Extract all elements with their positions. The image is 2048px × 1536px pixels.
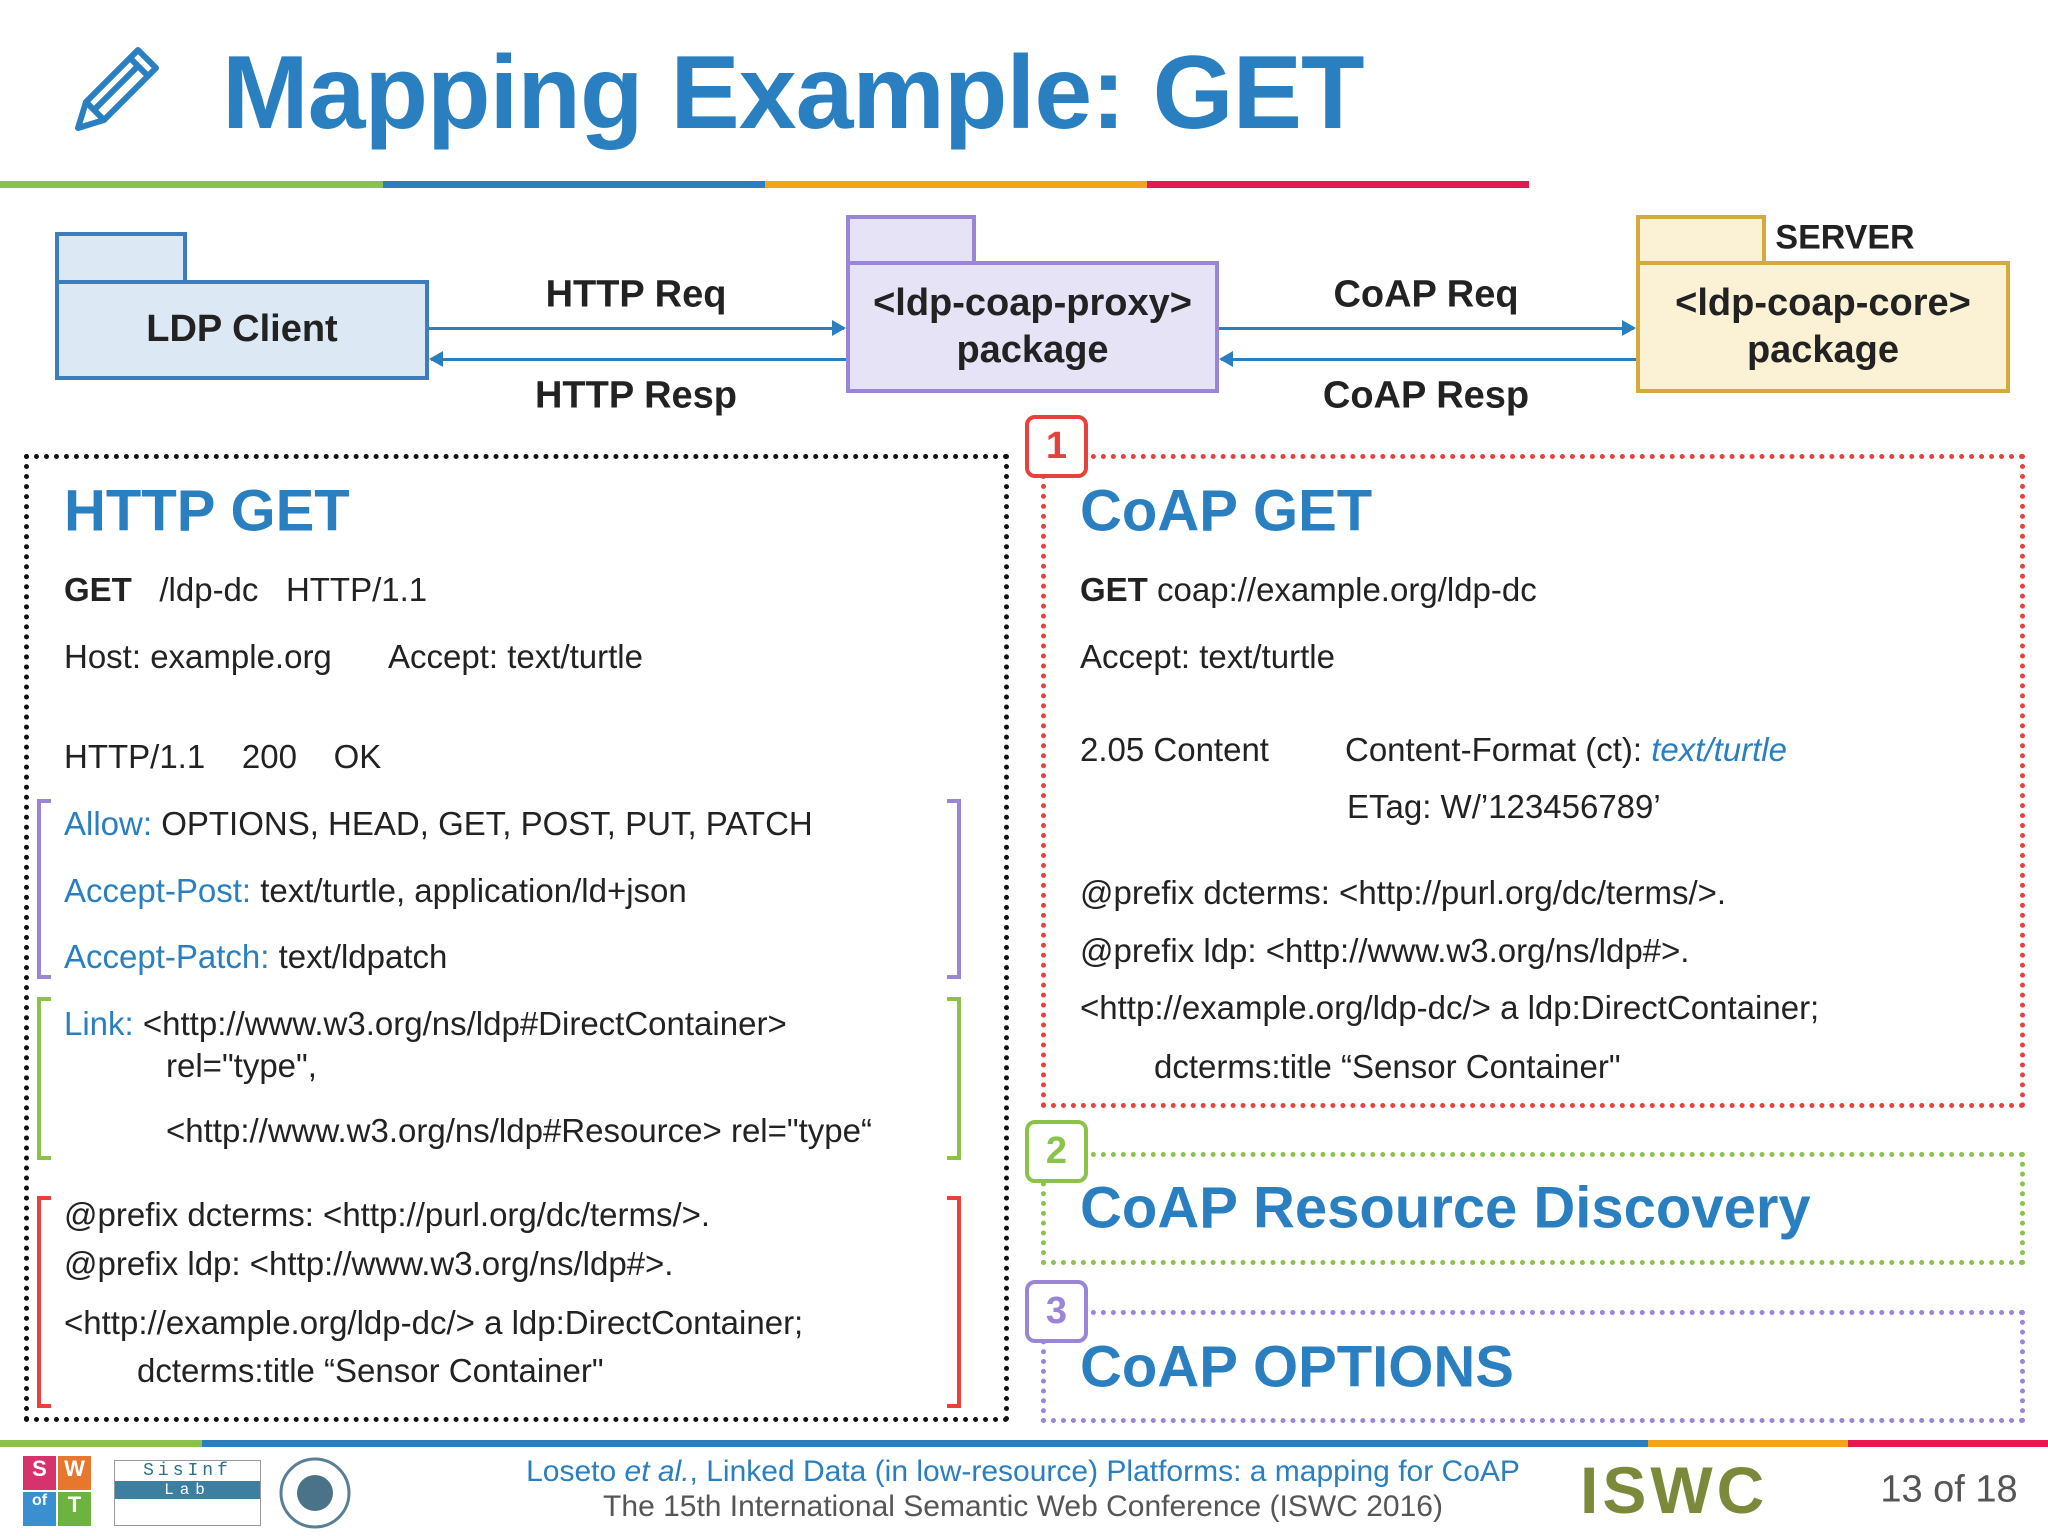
http-req-arrow — [429, 320, 846, 336]
green-bracket-right — [947, 997, 961, 1160]
accept-header: Accept: text/turtle — [388, 638, 643, 675]
allow-header: Allow: OPTIONS, HEAD, GET, POST, PUT, PA… — [64, 805, 813, 843]
version: HTTP/1.1 — [285, 571, 428, 608]
accept-patch-header: Accept-Patch: text/ldpatch — [64, 938, 447, 976]
link-header: Link: <http://www.w3.org/ns/ldp#DirectCo… — [64, 1005, 787, 1043]
link-key: Link: — [64, 1005, 134, 1042]
accept-post-key: Accept-Post: — [64, 872, 252, 909]
accept-patch-key: Accept-Patch: — [64, 938, 270, 975]
link-value-3: <http://www.w3.org/ns/ldp#Resource> rel=… — [166, 1112, 872, 1149]
http-get-panel — [24, 454, 1009, 1422]
coap-get-heading: CoAP GET — [1080, 478, 1373, 544]
status-code: 200 — [241, 738, 297, 775]
purple-bracket-left — [37, 799, 51, 979]
red-bracket-left — [37, 1196, 51, 1408]
uri: coap://example.org/ldp-dc — [1147, 571, 1537, 608]
accept-post-value: text/turtle, application/ld+json — [251, 872, 687, 909]
coap-body-line: @prefix ldp: <http://www.w3.org/ns/ldp#>… — [1080, 932, 1690, 969]
core-package: <ldp-coap-core> package — [1636, 261, 2010, 393]
path: /ldp-dc — [159, 571, 259, 608]
link-value-1: <http://www.w3.org/ns/ldp#DirectContaine… — [133, 1005, 787, 1042]
client-package-tab — [55, 232, 187, 284]
method: GET — [1080, 571, 1148, 608]
etag: ETag: W/’123456789’ — [1347, 788, 1661, 825]
coap-body-line: @prefix dcterms: <http://purl.org/dc/ter… — [1080, 874, 1727, 911]
resource-discovery-heading: CoAP Resource Discovery — [1080, 1175, 1811, 1241]
http-resp-label: HTTP Resp — [534, 374, 738, 417]
allow-key: Allow: — [64, 805, 153, 842]
purple-bracket-right — [947, 799, 961, 979]
http-body-line: @prefix ldp: <http://www.w3.org/ns/ldp#>… — [64, 1245, 674, 1282]
http-request-line: GET /ldp-dc HTTP/1.1 — [64, 571, 427, 609]
core-label-2: package — [1746, 329, 1900, 371]
accept-post-header: Accept-Post: text/turtle, application/ld… — [64, 872, 687, 910]
footer-citation: Loseto et al., Linked Data (in low-resou… — [526, 1455, 1520, 1488]
ldp-client-package: LDP Client — [55, 280, 429, 380]
status-version: HTTP/1.1 — [64, 738, 206, 775]
proxy-label-2: package — [956, 329, 1109, 371]
http-resp-arrow — [429, 351, 846, 367]
http-body-line: <http://example.org/ldp-dc/> a ldp:Direc… — [64, 1304, 804, 1341]
server-label: SERVER — [1775, 218, 1915, 257]
ct-value: text/turtle — [1651, 731, 1787, 768]
coap-body-line: dcterms:title “Sensor Container" — [1154, 1048, 1621, 1085]
ldp-client-label: LDP Client — [146, 308, 338, 351]
link-value-2: rel="type", — [166, 1047, 317, 1084]
http-get-heading: HTTP GET — [64, 478, 350, 544]
green-bracket-left — [37, 997, 51, 1160]
content-format: Content-Format (ct): text/turtle — [1345, 731, 1787, 769]
core-package-tab — [1636, 215, 1766, 265]
footer-conference: The 15th International Semantic Web Conf… — [603, 1490, 1443, 1523]
proxy-label: <ldp-coap-proxy> — [873, 281, 1192, 324]
http-body-line: @prefix dcterms: <http://purl.org/dc/ter… — [64, 1196, 711, 1233]
resource-discovery-panel — [1041, 1152, 2025, 1265]
coap-resp-arrow — [1219, 351, 1636, 367]
red-bracket-right — [947, 1196, 961, 1408]
method: GET — [64, 571, 132, 608]
proxy-package-tab — [846, 215, 976, 265]
iswc-logo: ISWC — [1580, 1453, 1769, 1527]
coap-req-arrow — [1219, 320, 1636, 336]
http-status-line: HTTP/1.1 200 OK — [64, 738, 381, 776]
allow-value: OPTIONS, HEAD, GET, POST, PUT, PATCH — [152, 805, 813, 842]
http-body-line: dcterms:title “Sensor Container" — [137, 1352, 604, 1389]
step-badge-2: 2 — [1025, 1120, 1088, 1183]
ct-key: Content-Format (ct): — [1345, 731, 1652, 768]
page-title: Mapping Example: GET — [222, 35, 1364, 151]
coap-body-line: <http://example.org/ldp-dc/> a ldp:Direc… — [1080, 989, 1820, 1026]
coap-request-line: GET coap://example.org/ldp-dc — [1080, 571, 1537, 609]
coap-options-heading: CoAP OPTIONS — [1080, 1334, 1514, 1400]
status-text: OK — [333, 738, 382, 775]
proxy-package: <ldp-coap-proxy> package — [846, 261, 1219, 393]
accept-patch-value: text/ldpatch — [269, 938, 448, 975]
coap-req-label: CoAP Req — [1333, 273, 1519, 316]
coap-resp-label: CoAP Resp — [1322, 374, 1530, 417]
host-header: Host: example.org — [64, 638, 332, 675]
university-seal-logo — [279, 1457, 351, 1529]
core-label: <ldp-coap-core> — [1675, 281, 1971, 324]
page-number: 13 of 18 — [1880, 1468, 2018, 1511]
coap-accept: Accept: text/turtle — [1080, 638, 1335, 675]
step-badge-1: 1 — [1025, 415, 1088, 478]
coap-options-panel — [1041, 1310, 2025, 1423]
step-badge-3: 3 — [1025, 1280, 1088, 1343]
sisinf-lab-logo: SisInf Lab — [114, 1460, 261, 1526]
http-req-label: HTTP Req — [545, 273, 727, 316]
pencil-icon — [75, 47, 159, 131]
coap-status: 2.05 Content — [1080, 731, 1269, 768]
coap-get-panel — [1041, 454, 2025, 1108]
